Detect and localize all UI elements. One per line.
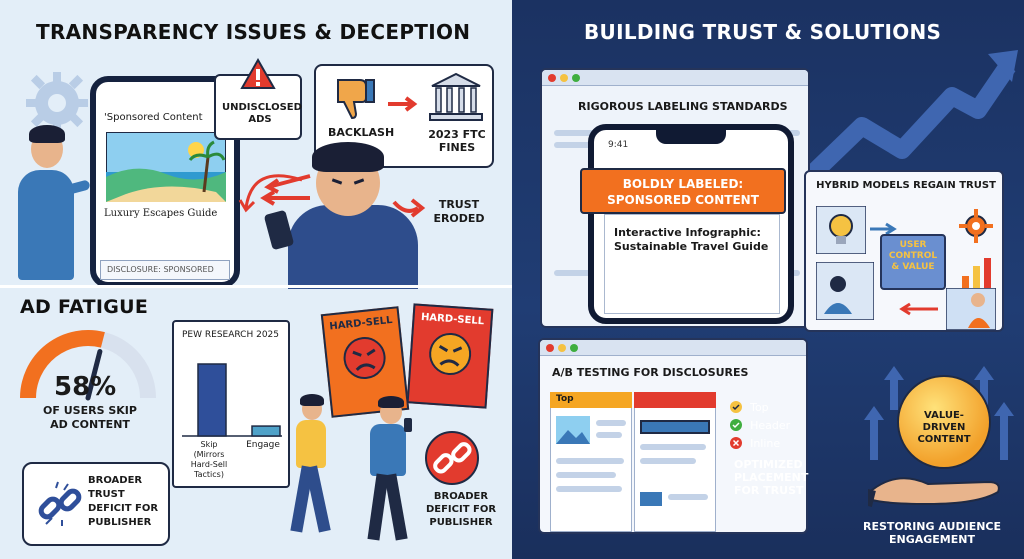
pew-chart-card: PEW RESEARCH 2025 Skip (Mirrors Hard-Sel… [172,320,290,488]
thumbs-down-icon [337,79,375,120]
broken-link-icon [38,481,82,526]
ad-fatigue-title: AD FATIGUE [20,296,149,318]
phone-mockup: 'Sponsored Content Luxury Escapes Guide … [90,76,240,288]
profile-chart-icon [816,262,874,320]
ftc-fines-text: 2023 FTC FINES [428,128,486,154]
lightbulb-icon [816,206,866,254]
option-top-label: Top [750,401,769,414]
left-panel: TRANSPARENCY ISSUES & DECEPTION 'Sponsor… [0,0,512,559]
arrow-trust-icon [392,198,426,218]
gauge [20,330,156,401]
arrow-right-blue-icon [870,222,897,236]
user-control-box [880,234,946,290]
hard-sell-poster-1: HARD-SELL [320,306,410,418]
disclosure-text: DISCLOSURE: SPONSORED [107,265,214,274]
check-icon [730,400,742,413]
right-title: BUILDING TRUST & SOLUTIONS [584,20,942,44]
skip-label: Skip (Mirrors Hard-Sell Tactics) [190,440,228,479]
courthouse-icon [429,72,483,121]
hybrid-title: HYBRID MODELS REGAIN TRUST [816,180,996,191]
optimized-text: OPTIMIZED PLACEMENT FOR TRUST [734,458,809,497]
ab-tab-label: Top [556,394,574,404]
labeling-title: RIGOROUS LABELING STANDARDS [578,100,788,113]
right-panel: BUILDING TRUST & SOLUTIONS RIGOROUS LABE… [512,0,1024,559]
ab-toolbar [540,340,806,356]
section-divider [0,285,512,288]
option-header-label: Header [750,419,791,432]
left-title: TRANSPARENCY ISSUES & DECEPTION [36,20,471,44]
deficit-card-1: BROADER TRUST DEFICIT FOR PUBLISHER [22,462,170,546]
option-inline-label: Inline [750,437,781,450]
browser-toolbar [542,70,808,86]
phone-notch [656,130,726,144]
beach-image [106,132,226,202]
x-icon [730,436,742,449]
phone-content-card [604,214,780,314]
right-phone: 9:41 Interactive Infographic: Sustainabl… [588,124,794,324]
disclosure-box: DISCLOSURE: SPONSORED [100,260,230,280]
up-arrows-icon [864,366,1014,460]
golden-orb-icon [897,375,991,469]
user-control-text: USER CONTROL & VALUE [888,240,938,272]
ab-tab-top[interactable]: Top [550,392,632,408]
broken-link-icon-2 [425,431,479,485]
bar-engage [251,425,281,437]
option-header: Header [730,414,790,433]
hybrid-card: HYBRID MODELS REGAIN TRUST USER CONTROL … [804,170,1004,332]
angry-face-icon [343,337,386,380]
ab-header-block [640,420,710,434]
restoring-text: RESTORING AUDIENCE ENGAGEMENT [862,520,1002,546]
trend-arrow-icon [802,50,1018,187]
deficit-text-1: BROADER TRUST DEFICIT FOR PUBLISHER [88,475,159,528]
sponsored-label: 'Sponsored Content [104,112,203,123]
backlash-text: BACKLASH [328,126,395,139]
undisclosed-ads-text: UNDISCLOSED ADS [222,102,302,125]
bar-skip [197,363,227,437]
bar-mini-icon [962,258,991,290]
angry-face-icon-2 [429,333,472,376]
red-arrows-icon [238,174,311,213]
image-placeholder-icon [556,416,590,444]
engage-label: Engage [246,440,280,450]
arrow-right-icon [388,96,418,112]
person-touch-icon [946,288,996,330]
ab-tab-top-right[interactable] [634,392,716,408]
chart-title: PEW RESEARCH 2025 [182,330,279,340]
hard-sell-text-1: HARD-SELL [328,314,393,333]
phone-time: 9:41 [608,140,629,150]
hard-sell-text-2: HARD-SELL [420,311,485,328]
deficit-text-2: BROADER DEFICIT FOR PUBLISHER [425,491,497,528]
gauge-caption: OF USERS SKIP AD CONTENT [43,404,137,431]
value-driven-text: VALUE-DRIVEN CONTENT [917,410,971,445]
hard-sell-poster-2: HARD-SELL [406,303,494,409]
option-inline: Inline [730,432,780,451]
bar-chart [182,363,282,437]
post-title: Luxury Escapes Guide [104,208,218,219]
ab-inline-block [640,492,662,506]
gear-orange-icon [959,209,993,243]
trust-eroded-text: TRUST ERODED [433,198,485,225]
infographic-text: Interactive Infographic: Sustainable Tra… [614,226,769,253]
ab-testing-browser: A/B TESTING FOR DISCLOSURES Top [538,338,808,534]
gauge-percent: 58% [54,372,117,402]
open-hand-icon [868,477,1000,507]
arrow-left-red-icon [899,302,938,316]
option-top: Top [730,396,769,415]
labeled-banner: BOLDLY LABELED: SPONSORED CONTENT [580,168,786,214]
ab-title: A/B TESTING FOR DISCLOSURES [552,366,749,379]
banner-text: BOLDLY LABELED: SPONSORED CONTENT [607,177,759,207]
check-icon [730,418,742,431]
warning-icon [240,58,276,89]
